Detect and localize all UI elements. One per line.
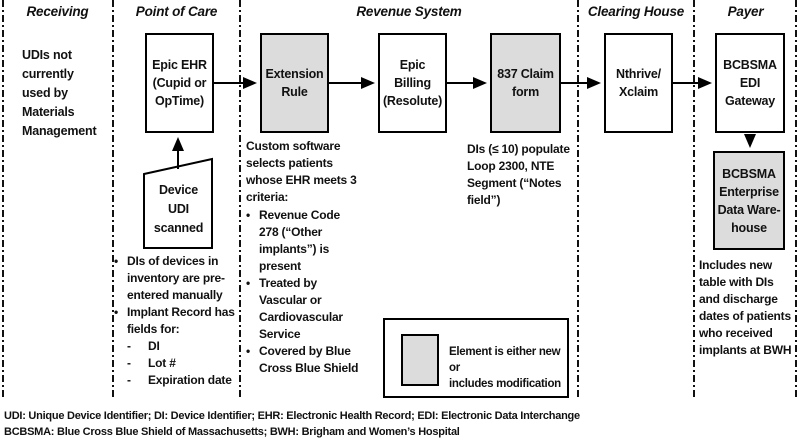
- note-revenue-intro: Custom software selects patients whose E…: [246, 139, 357, 204]
- lane-header-receiving: Receiving: [26, 4, 89, 19]
- node-epic-billing: Epic Billing (Resolute): [378, 33, 447, 133]
- lane-divider: [112, 0, 114, 400]
- list-item: DI: [127, 338, 241, 355]
- lane-divider: [693, 0, 695, 400]
- footer-line: UDI: Unique Device Identifier; DI: Devic…: [4, 410, 580, 422]
- lane-divider: [795, 0, 797, 400]
- node-837-claim-form: 837 Claim form: [490, 33, 561, 133]
- list-item: Expiration date: [127, 372, 241, 389]
- node-bcbsma-edi-gateway: BCBSMA EDI Gateway: [715, 33, 785, 133]
- list-item: Lot #: [127, 355, 241, 372]
- note-revenue-criteria-list: Revenue Code 278 (“Other implants”) is p…: [246, 207, 368, 377]
- list-item: Treated by Vascular or Cardiovascular Se…: [246, 275, 368, 343]
- legend-highlight-swatch: [401, 334, 439, 386]
- legend-label: Element is either new or includes modifi…: [449, 346, 561, 390]
- abbreviation-footer: UDI: Unique Device Identifier; DI: Devic…: [4, 408, 580, 440]
- legend: Element is either new or includes modifi…: [383, 318, 569, 398]
- list-item: Covered by Blue Cross Blue Shield: [246, 343, 368, 377]
- lane-header-point-of-care: Point of Care: [135, 4, 218, 19]
- note-claim-form: DIs (≤ 10) populate Loop 2300, NTE Segme…: [467, 142, 570, 207]
- lane-header-revenue-system: Revenue System: [356, 4, 462, 19]
- note-point-of-care-list: DIs of devices in inventory are pre- ent…: [114, 253, 241, 389]
- lane-divider: [2, 0, 4, 400]
- list-item: Revenue Code 278 (“Other implants”) is p…: [246, 207, 368, 275]
- lane-divider: [239, 0, 241, 400]
- footer-line: BCBSMA: Blue Cross Blue Shield of Massac…: [4, 426, 460, 438]
- device-udi-shape: [143, 157, 213, 249]
- note-payer: Includes new table with DIs and discharg…: [699, 258, 792, 357]
- node-bcbsma-data-warehouse: BCBSMA Enterprise Data Ware- house: [713, 151, 785, 250]
- lane-header-payer: Payer: [727, 4, 764, 19]
- node-nthrive-xclaim: Nthrive/ Xclaim: [604, 33, 673, 133]
- note-receiving: UDIs not currently used by Materials Man…: [22, 48, 97, 138]
- list-item: DIs of devices in inventory are pre- ent…: [114, 253, 241, 304]
- note-implant-record-fields: DI Lot # Expiration date: [127, 338, 241, 389]
- list-item: Implant Record has fields for:: [114, 304, 241, 338]
- node-extension-rule: Extension Rule: [260, 33, 329, 133]
- lane-divider: [577, 0, 579, 400]
- node-device-udi-label: Device UDI scanned: [153, 183, 204, 235]
- node-epic-ehr: Epic EHR (Cupid or OpTime): [145, 33, 214, 133]
- lane-header-clearing-house: Clearing House: [587, 4, 685, 19]
